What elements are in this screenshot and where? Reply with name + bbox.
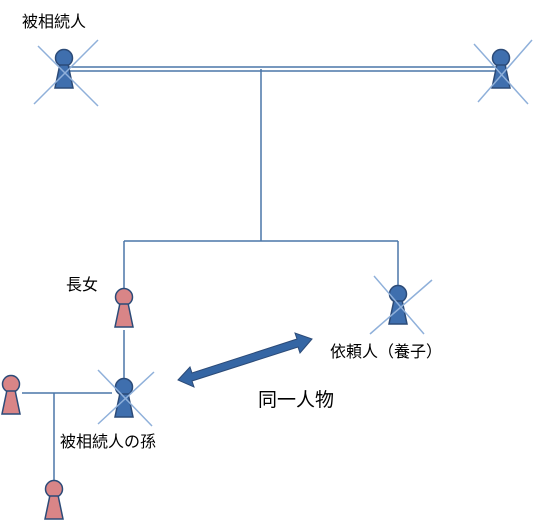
x-cross-icon [473, 43, 529, 105]
label-same-person: 同一人物 [258, 389, 335, 411]
double-arrow-icon [177, 332, 313, 388]
label-deceased: 被相続人 [22, 12, 87, 31]
person-female-icon [44, 479, 64, 520]
person-female-icon [114, 287, 134, 328]
x-cross-icon [373, 275, 425, 335]
person-female-icon [1, 374, 21, 415]
label-grandchild: 被相続人の孫 [60, 432, 157, 451]
person-client [369, 275, 433, 335]
x-cross-icon [369, 279, 433, 335]
label-eldest-daughter: 長女 [66, 275, 99, 294]
x-cross-icon [37, 45, 99, 107]
person-grandchild [97, 369, 155, 427]
person-spouse [473, 39, 533, 105]
same-person-arrow [177, 332, 313, 388]
x-cross-icon [97, 371, 155, 425]
person-eldest-daughter [114, 287, 134, 328]
x-cross-icon [33, 39, 99, 105]
person-deceased [33, 39, 99, 107]
connector-lines [22, 66, 500, 482]
person-grandchild-spouse [1, 374, 21, 415]
label-client: 依頼人（養子） [330, 342, 443, 361]
x-cross-icon [477, 39, 533, 103]
person-great-grandchild [44, 479, 64, 520]
